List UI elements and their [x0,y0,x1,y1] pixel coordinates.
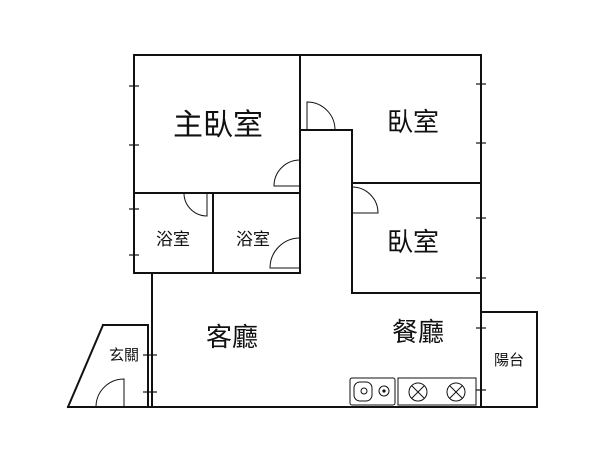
door-bedroom-1 [306,101,336,131]
stove-burner-icon [446,382,466,402]
stove-burner-icon [408,382,428,402]
label-bedroom-1: 臥室 [387,108,439,138]
door-master-bedroom [273,159,301,187]
door-entrance [95,378,125,408]
kitchen-counter [349,377,477,406]
stove [397,377,477,406]
label-bathroom-2: 浴室 [236,230,270,250]
door-bathroom-1 [183,192,208,217]
label-entrance: 玄關 [109,346,139,364]
doors [95,101,379,408]
wall-ticks [129,83,486,393]
label-bedroom-2: 臥室 [387,228,439,258]
label-dining-room: 餐廳 [392,318,444,348]
label-bathroom-1: 浴室 [156,230,190,250]
label-living-room: 客廳 [206,323,258,353]
sink-icon [349,377,396,406]
label-master-bedroom: 主臥室 [173,108,263,143]
walls [66,54,538,409]
door-bathroom-2 [269,237,301,269]
label-balcony: 陽台 [494,351,524,369]
door-bedroom-2 [351,186,379,214]
